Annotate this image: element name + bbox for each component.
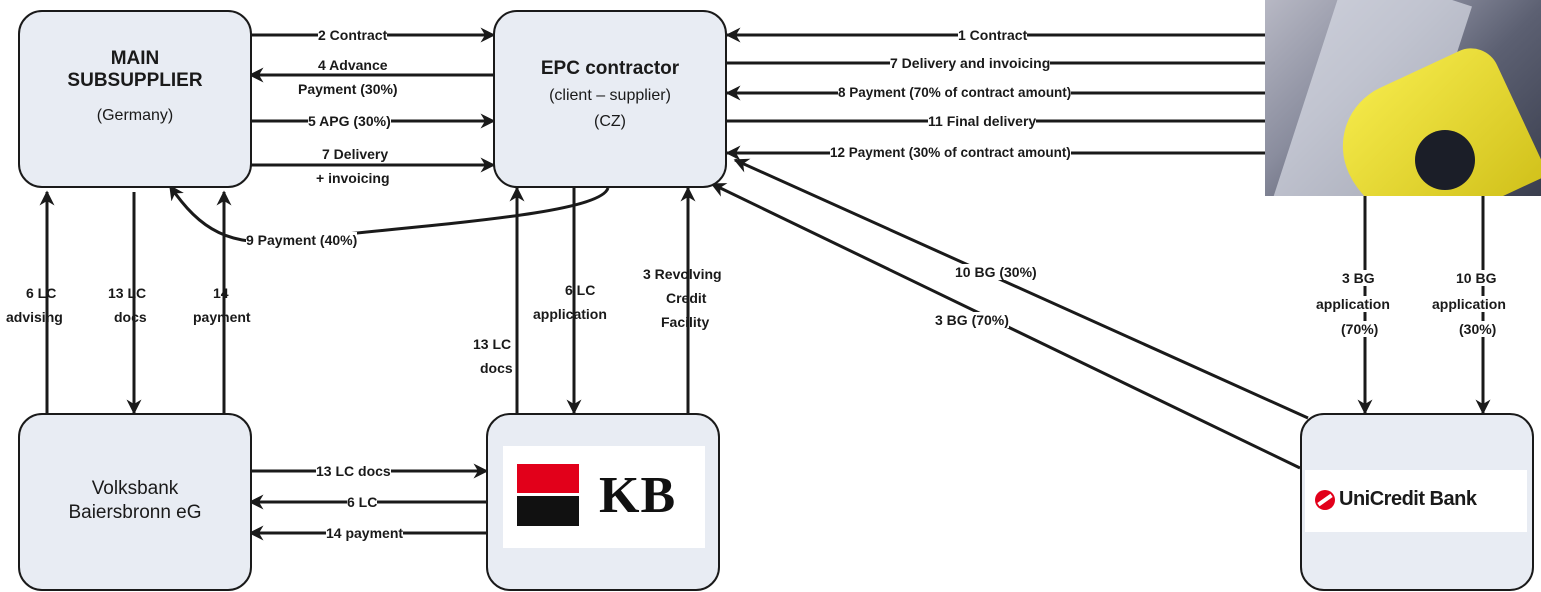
label-8-payment: 8 Payment (70% of contract amount) [838, 85, 1072, 101]
main-subsupplier-box: MAIN SUBSUPPLIER (Germany) [18, 10, 252, 188]
volksbank-name-2: Baiersbronn eG [68, 502, 202, 523]
label-14-payment-banks: 14 payment [326, 525, 404, 541]
main-subsupplier-title-1: MAIN [110, 48, 160, 69]
label-13-lc: 13 LC [108, 285, 147, 301]
label-3-revolving: 3 Revolving [643, 266, 722, 282]
label-3-bg-app-3: (70%) [1341, 321, 1379, 337]
label-7-delivery-invoicing: 7 Delivery and invoicing [890, 55, 1051, 71]
arrow-9-payment [168, 184, 610, 244]
label-7-invoicing: + invoicing [316, 170, 390, 186]
kb-logo-text: KB [599, 467, 677, 524]
epc-contractor-box: EPC contractor (client – supplier) (CZ) [493, 10, 727, 188]
label-4-advance: 4 Advance [318, 57, 388, 73]
label-6-lc-app: 6 LC [565, 282, 596, 298]
unicredit-logo: UniCredit Bank [1305, 470, 1527, 532]
label-11-final-delivery: 11 Final delivery [928, 113, 1037, 129]
epc-country: (CZ) [594, 113, 626, 130]
label-10-bg-app-2: application [1432, 296, 1506, 312]
arrow-10-bg [733, 158, 1309, 420]
main-subsupplier-title-2: SUBSUPPLIER [67, 70, 203, 91]
label-7-delivery: 7 Delivery [322, 146, 389, 162]
customer-photo [1265, 0, 1541, 196]
label-14-payment: payment [193, 309, 251, 325]
epc-title: EPC contractor [540, 58, 680, 79]
label-3-credit: Credit [666, 290, 707, 306]
main-subsupplier-country: (Germany) [96, 107, 174, 124]
label-14: 14 [213, 285, 229, 301]
label-6-lc-banks: 6 LC [347, 494, 378, 510]
label-6-lc-advising: advising [6, 309, 63, 325]
label-9-payment: 9 Payment (40%) [246, 232, 358, 248]
label-3-bg-app-2: application [1316, 296, 1390, 312]
volksbank-box: Volksbank Baiersbronn eG [18, 413, 252, 591]
label-1-contract: 1 Contract [958, 27, 1028, 43]
label-12-payment: 12 Payment (30% of contract amount) [830, 145, 1071, 161]
label-3-facility: Facility [661, 314, 710, 330]
label-10-bg-app-3: (30%) [1459, 321, 1497, 337]
label-13-lc-docs: docs [114, 309, 147, 325]
label-4-advance-payment: Payment (30%) [298, 81, 398, 97]
label-6-lc-application: application [533, 306, 607, 322]
label-10-bg-app-1: 10 BG [1456, 270, 1497, 286]
label-3-bg-app-1: 3 BG [1342, 270, 1375, 286]
label-6-lc: 6 LC [26, 285, 57, 301]
label-13-kb-docs: docs [480, 360, 513, 376]
label-10-bg: 10 BG (30%) [955, 264, 1037, 280]
unicredit-mark-icon [1315, 490, 1335, 510]
kb-logo: KB [503, 446, 705, 548]
unicredit-logo-text: UniCredit Bank [1339, 488, 1477, 510]
epc-subtitle: (client – supplier) [549, 87, 671, 104]
label-2-contract: 2 Contract [318, 27, 388, 43]
label-13-lc-docs-banks: 13 LC docs [316, 463, 391, 479]
label-5-apg: 5 APG (30%) [308, 113, 391, 129]
label-13-kb-lc: 13 LC [473, 336, 512, 352]
volksbank-name-1: Volksbank [91, 478, 179, 499]
label-3-bg: 3 BG (70%) [935, 312, 1009, 328]
